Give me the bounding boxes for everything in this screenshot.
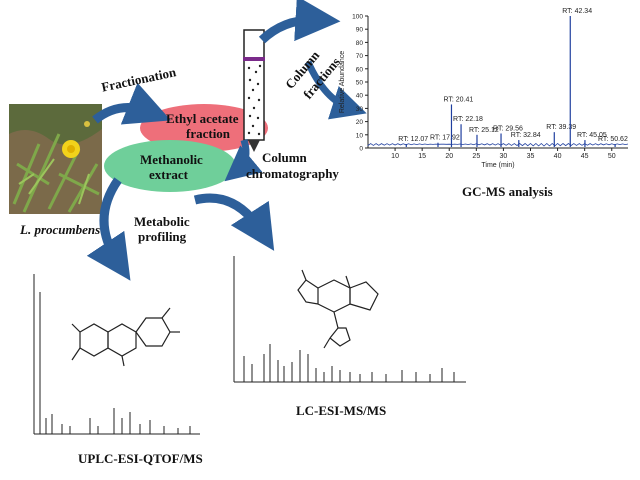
arrow-to-uplc (86, 177, 131, 281)
y-tick-label: 40 (356, 93, 364, 100)
column-icon (243, 29, 265, 152)
uplc-caption: UPLC-ESI-QTOF/MS (78, 451, 203, 466)
peak-label: RT: 12.07 (398, 136, 428, 143)
gcms-chromatogram: 0 10 20 30 40 50 60 70 80 90 100 10 15 20 25 30 35 40 45 50… (339, 8, 629, 169)
arrow-to-lcms (193, 193, 275, 251)
x-tick-label: 20 (445, 153, 453, 160)
plant-photo (9, 104, 102, 214)
lcms-spectrum (233, 256, 466, 383)
species-label: L. procumbens (20, 222, 101, 237)
metabolic-profiling-label-2: profiling (138, 229, 187, 244)
arrow-fractionation (92, 82, 171, 125)
y-axis-label: Relative Abundance (339, 51, 346, 113)
y-tick-label: 10 (356, 132, 364, 139)
y-tick-label: 50 (356, 80, 364, 87)
column-chromatography-label-1: Column (262, 150, 307, 165)
y-tick-label: 20 (356, 119, 364, 126)
ethyl-acetate-label-2: fraction (186, 126, 231, 141)
peak-label: RT: 20.41 (443, 96, 473, 103)
y-tick-label: 100 (352, 14, 363, 21)
ethyl-acetate-ellipse (140, 104, 268, 152)
x-tick-label: 10 (391, 153, 399, 160)
y-tick-label: 0 (359, 146, 363, 153)
peak-label: RT: 50.62 (598, 136, 628, 143)
peak-label: RT: 29.56 (493, 125, 523, 132)
y-tick-label: 80 (356, 40, 364, 47)
peak-label: RT: 22.18 (453, 116, 483, 123)
x-axis-label: Time (min) (481, 162, 514, 169)
y-tick-label: 30 (356, 106, 364, 113)
metabolic-profiling-label-1: Metabolic (134, 214, 190, 229)
x-tick-label: 35 (527, 153, 535, 160)
x-tick-label: 30 (500, 153, 508, 160)
gcms-caption: GC-MS analysis (462, 184, 553, 199)
peak-label: RT: 42.34 (562, 8, 592, 15)
x-tick-label: 40 (554, 153, 562, 160)
column-chromatography-label-2: chromatography (246, 166, 339, 181)
peak-label: RT: 45.05 (577, 132, 607, 139)
y-tick-label: 70 (356, 53, 364, 60)
x-tick-label: 45 (581, 153, 589, 160)
lcms-caption: LC-ESI-MS/MS (296, 403, 387, 418)
y-tick-label: 90 (356, 27, 364, 34)
ethyl-acetate-label-1: Ethyl acetate (166, 111, 239, 126)
x-tick-label: 25 (472, 153, 480, 160)
methanolic-label-2: extract (149, 167, 188, 182)
arrow-column-chrom (224, 138, 263, 182)
x-tick-label: 50 (608, 153, 616, 160)
methanolic-extract-ellipse (104, 140, 236, 192)
uplc-spectrum (33, 274, 200, 435)
methanolic-label-1: Methanolic (140, 152, 203, 167)
arrow-to-gcms (304, 60, 367, 120)
plant-photo-image (9, 104, 102, 214)
peak-label: RT: 39.39 (546, 124, 576, 131)
peak-label: RT: 25.12 (469, 127, 499, 134)
arrow-to-column-fractions (258, 0, 341, 44)
chromatogram-baseline (367, 142, 629, 147)
peak-label: RT: 17.92 (430, 135, 460, 142)
y-tick-label: 60 (356, 66, 364, 73)
x-tick-label: 15 (418, 153, 426, 160)
peak-label: RT: 32.84 (511, 132, 541, 139)
